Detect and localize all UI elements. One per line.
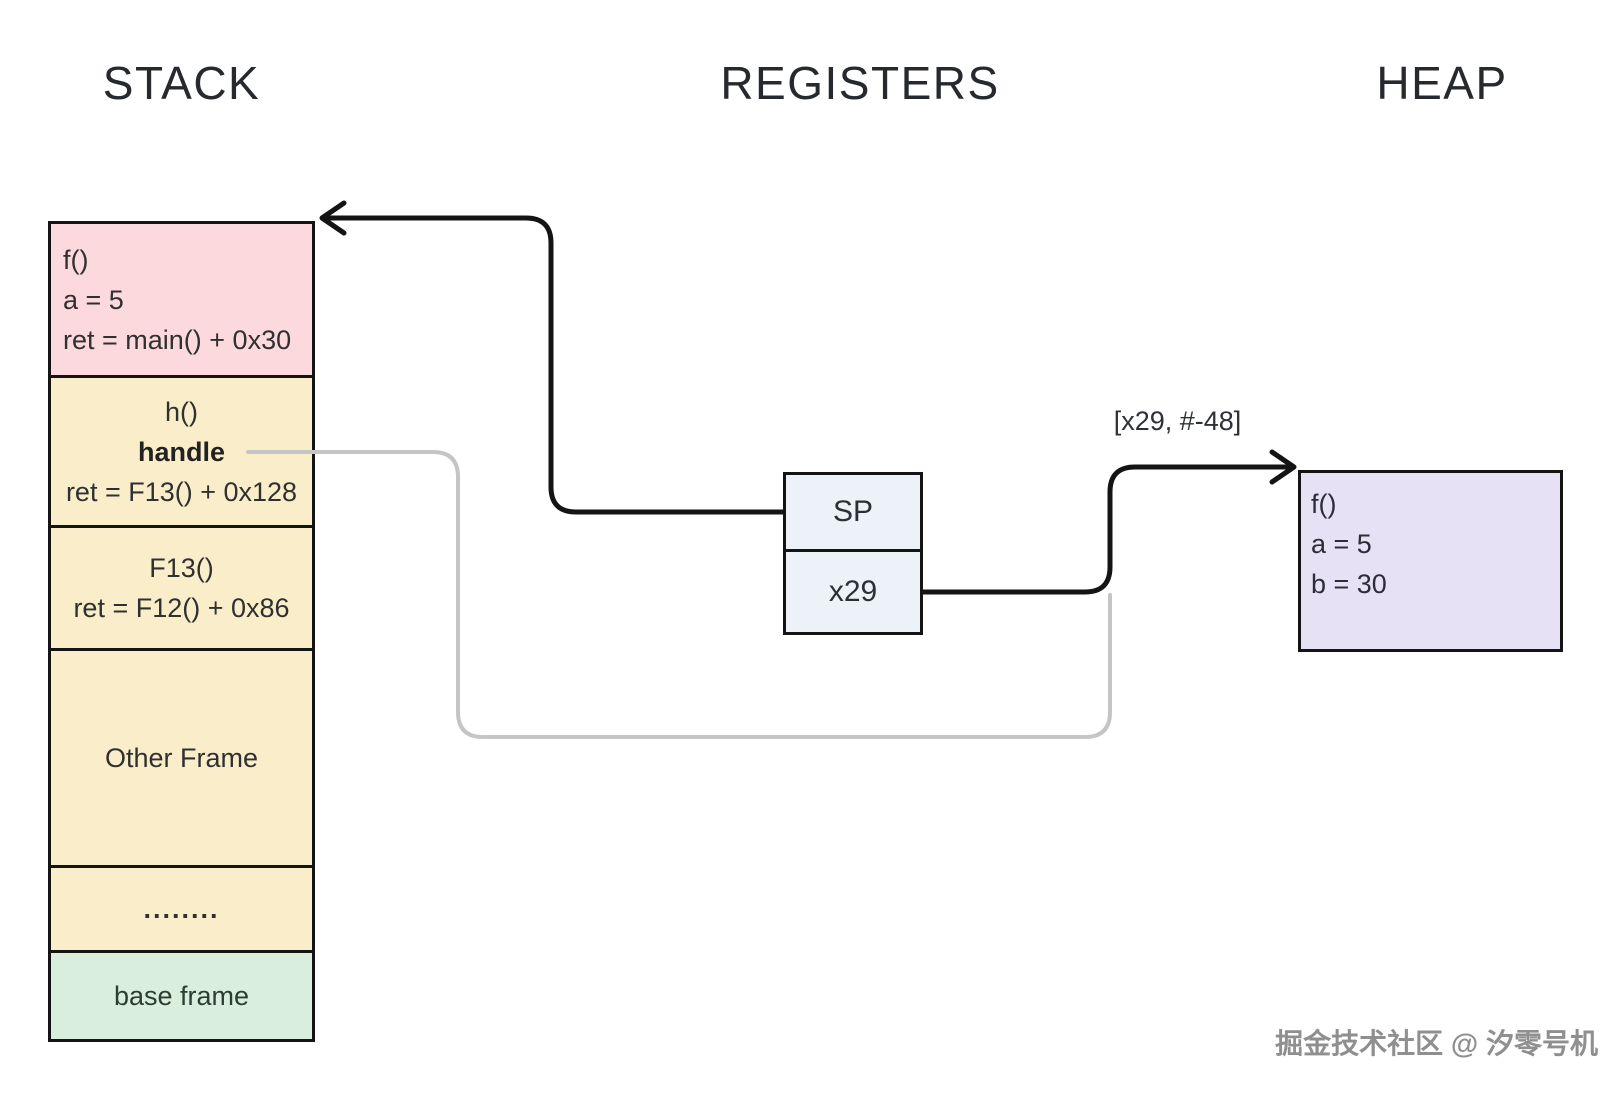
arrowhead-right-icon [1269, 449, 1297, 485]
stack-frame-f13: F13() ret = F12() + 0x86 [51, 528, 312, 651]
heap-line: a = 5 [1311, 529, 1372, 559]
handle-to-slot-line [246, 450, 1112, 739]
frame-line: ret = F12() + 0x86 [73, 593, 290, 623]
stack-frame-base: base frame [51, 953, 312, 1039]
registers-header: REGISTERS [720, 57, 1000, 109]
frame-line: ret = main() + 0x30 [63, 324, 292, 355]
stack-frame-ellipsis: ........ [51, 868, 312, 953]
stack-frame-h: h() handle ret = F13() + 0x128 [51, 378, 312, 528]
heap-line: f() [1311, 489, 1337, 519]
arrowhead-left-icon [319, 200, 347, 236]
register-cell-sp: SP [786, 475, 920, 552]
frame-line: base frame [113, 981, 250, 1011]
frame-line-handle: handle [137, 436, 225, 467]
frame-line: h() [165, 396, 198, 427]
frame-line: F13() [149, 553, 214, 583]
heap-line: b = 30 [1311, 569, 1387, 599]
frame-line: f() [63, 244, 89, 275]
heap-header: HEAP [1376, 57, 1508, 109]
stack-column: f() a = 5 ret = main() + 0x30 h() handle… [48, 221, 315, 1042]
watermark-text: 掘金技术社区 @ 汐零号机 [1275, 1028, 1598, 1059]
frame-line: ........ [143, 894, 220, 924]
sp-to-stack-arrow [323, 215, 786, 515]
stack-frame-f: f() a = 5 ret = main() + 0x30 [51, 224, 312, 378]
stack-frame-other: Other Frame [51, 651, 312, 868]
stack-header: STACK [102, 57, 261, 109]
frame-line: ret = F13() + 0x128 [65, 476, 298, 507]
frame-line: Other Frame [104, 743, 259, 773]
registers-box: SP x29 [783, 472, 923, 635]
heap-object-box: f() a = 5 b = 30 [1298, 470, 1563, 652]
frame-line: a = 5 [63, 284, 124, 315]
register-cell-x29: x29 [828, 575, 878, 608]
mem-operand-label: [x29, #-48] [1113, 406, 1242, 436]
x29-to-heap-arrow [920, 464, 1293, 595]
